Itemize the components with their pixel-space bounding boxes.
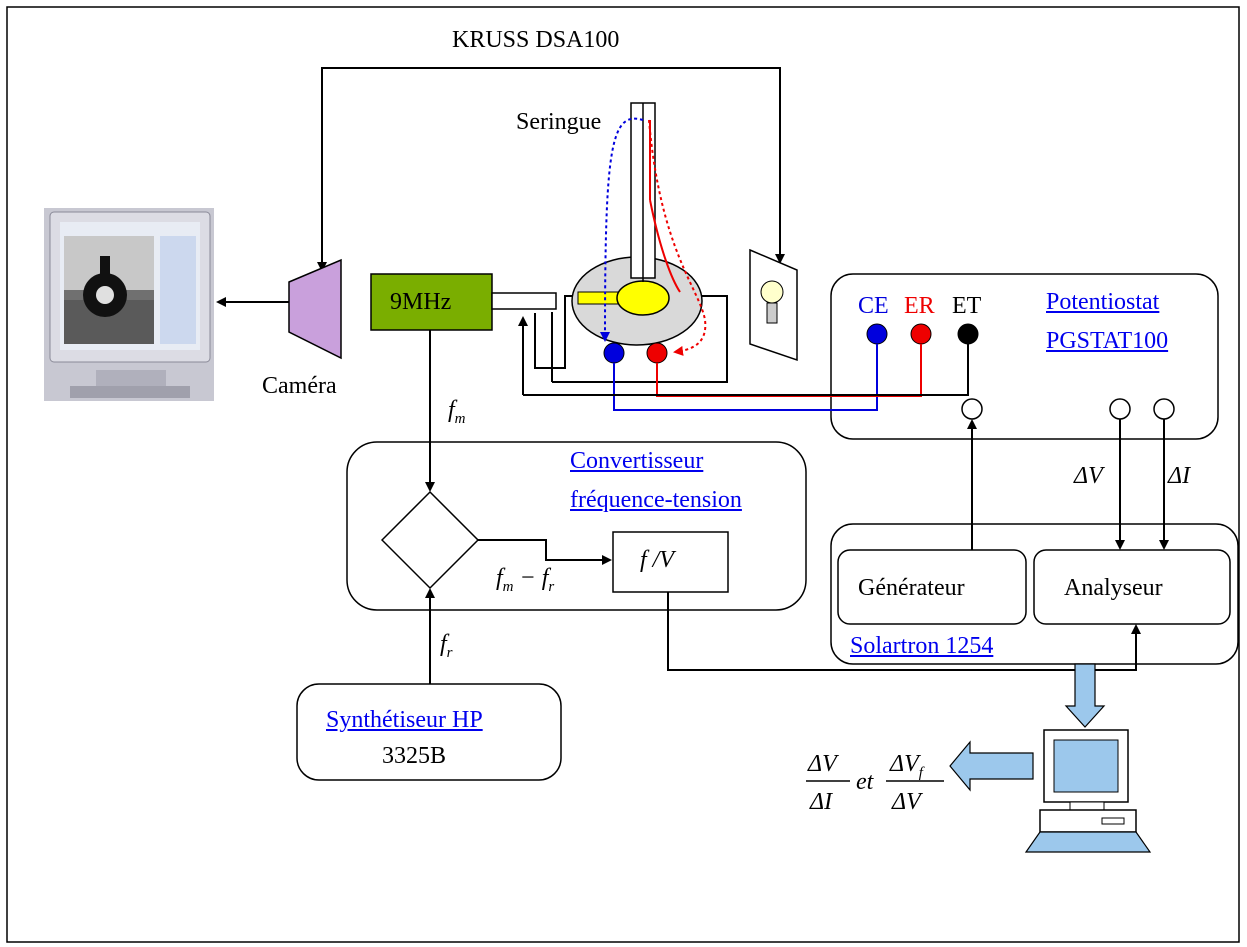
fm-label: fm	[448, 397, 466, 427]
ce-label: CE	[858, 293, 889, 319]
formula-et: et	[856, 769, 874, 795]
outer-frame	[6, 6, 1240, 943]
syringe-label: Seringue	[516, 109, 602, 135]
fv-label: f /V	[640, 547, 674, 573]
oscillator-label: 9MHz	[390, 289, 452, 315]
formula-den1: ΔI	[810, 789, 833, 815]
formula-den2: ΔV	[892, 789, 921, 815]
synthesizer-link[interactable]: Synthétiseur HP	[326, 707, 483, 733]
solartron-link[interactable]: Solartron 1254	[850, 633, 994, 659]
camera-label: Caméra	[262, 373, 337, 399]
computer-icon	[1024, 729, 1152, 853]
synthesizer-model: 3325B	[382, 743, 447, 769]
generator-label: Générateur	[858, 575, 965, 601]
solartron-box	[830, 523, 1239, 665]
cell-er-electrode	[646, 342, 668, 364]
converter-type-link[interactable]: fréquence-tension	[570, 487, 742, 513]
analyzer-box	[1033, 549, 1231, 625]
formula-num1: ΔV	[808, 751, 837, 777]
delta-v-label: ΔV	[1074, 463, 1103, 489]
formula-num2: ΔVf	[890, 751, 923, 781]
fv-box	[612, 531, 729, 593]
cell-ce-electrode	[603, 342, 625, 364]
kruss-title: KRUSS DSA100	[452, 27, 620, 53]
analyzer-label: Analyseur	[1064, 575, 1163, 601]
comparator-diamond	[380, 490, 480, 590]
generator-box	[837, 549, 1027, 625]
fr-label: fr	[440, 631, 453, 661]
potentiostat-link[interactable]: Potentiostat	[1046, 289, 1160, 315]
converter-link[interactable]: Convertisseur	[570, 448, 704, 474]
oscillator-box	[370, 273, 493, 331]
camera-shape	[288, 258, 342, 360]
potentiostat-model-link[interactable]: PGSTAT100	[1046, 328, 1169, 354]
drop	[616, 280, 670, 316]
potentiostat-box	[830, 273, 1219, 440]
converter-box	[346, 441, 807, 611]
et-label: ET	[952, 293, 982, 319]
monitor-image	[44, 208, 214, 401]
kruss-bracket	[321, 67, 785, 264]
delta-i-label: ΔI	[1168, 463, 1191, 489]
fm-minus-fr-label: fm − fr	[496, 565, 555, 595]
synthesizer-box	[296, 683, 562, 781]
er-label: ER	[904, 293, 935, 319]
